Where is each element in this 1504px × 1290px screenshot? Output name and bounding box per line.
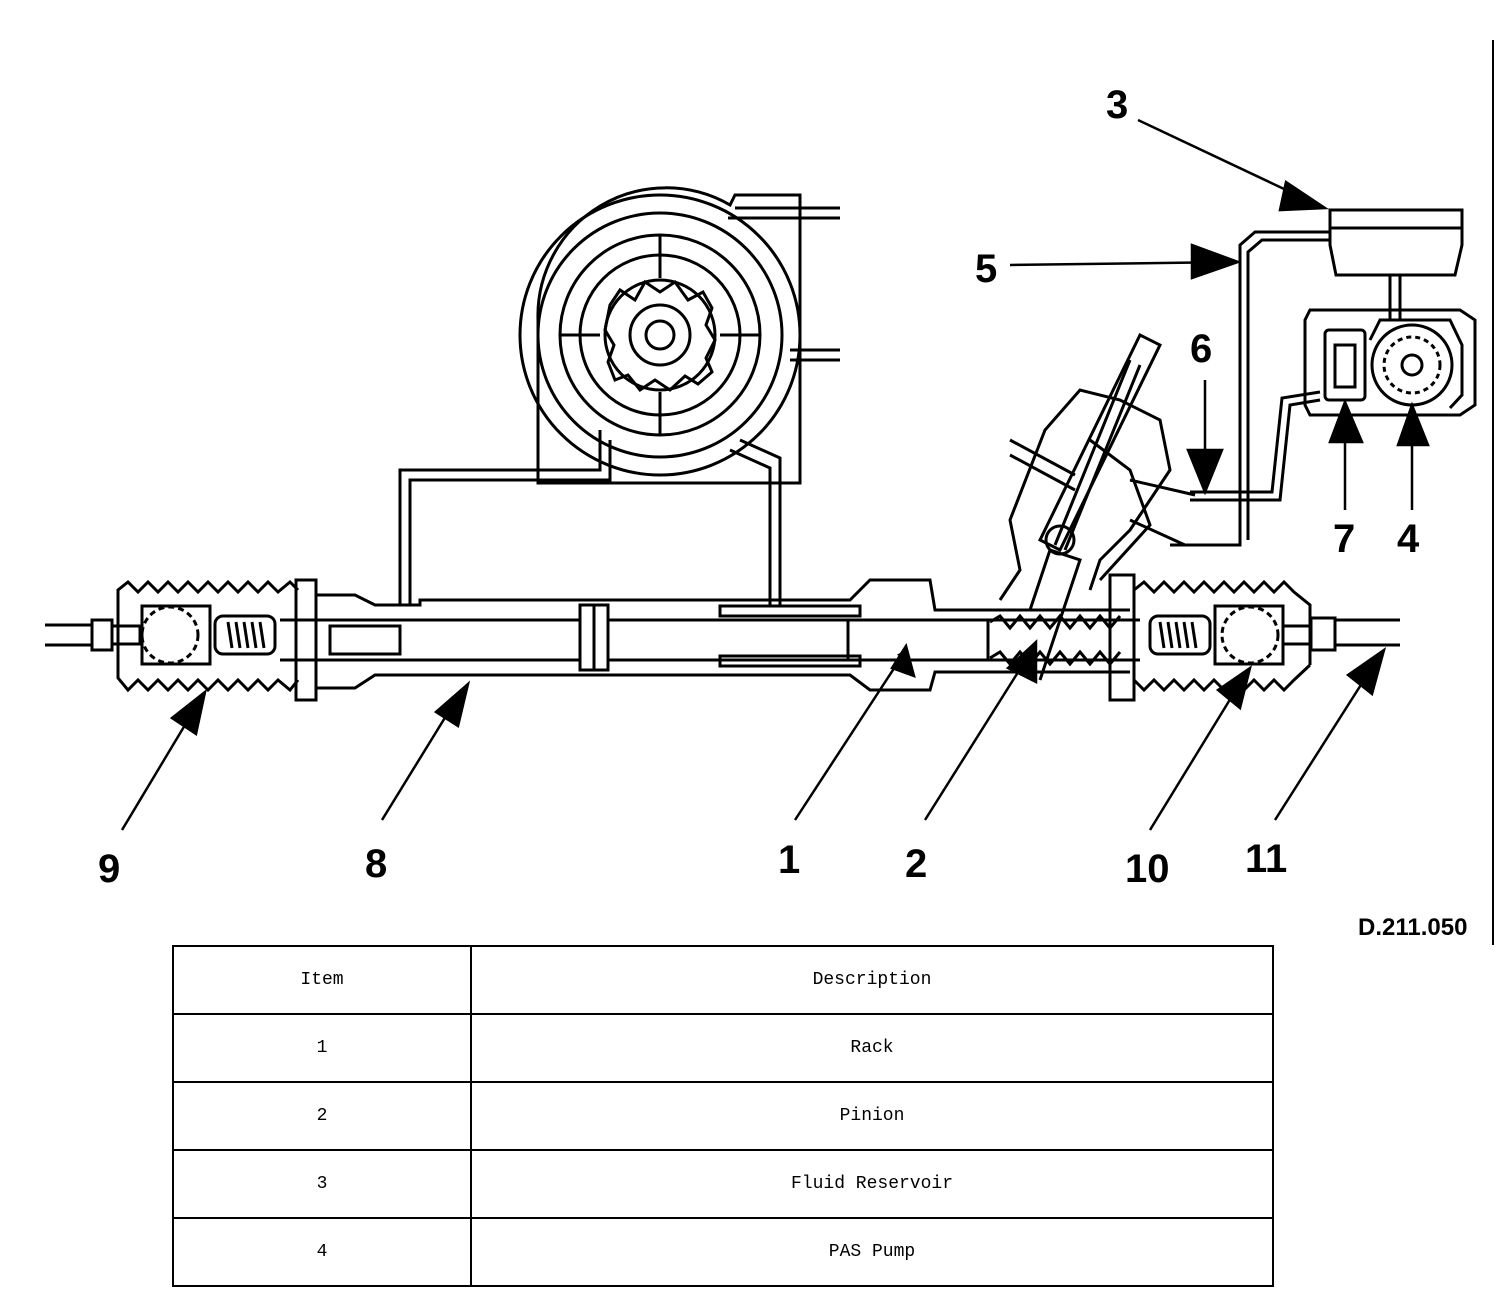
table-row: 3 Fluid Reservoir [172, 1149, 1274, 1219]
callout-4: 4 [1397, 517, 1420, 561]
callout-11: 11 [1245, 837, 1287, 881]
hydraulic-pipes [398, 430, 782, 605]
callout-9: 9 [98, 847, 120, 891]
callout-8: 8 [365, 842, 387, 886]
callout-3: 3 [1106, 83, 1128, 127]
description-cell: Pinion [470, 1081, 1274, 1151]
callout-10: 10 [1125, 847, 1170, 891]
fluid-reservoir [1328, 208, 1464, 277]
callout-7: 7 [1333, 517, 1355, 561]
item-cell: 4 [172, 1217, 472, 1287]
item-cell: 1 [172, 1013, 472, 1083]
right-tie-rod [1281, 616, 1400, 652]
callout-2: 2 [905, 842, 927, 886]
left-tie-rod [45, 618, 142, 652]
rack-housing [280, 573, 1140, 702]
items-table: Item Description 1 Rack 2 Pinion 3 Fluid… [172, 945, 1274, 1287]
steering-system-diagram: 1 2 3 4 5 6 7 8 9 10 11 D.211.050 [45, 83, 1477, 940]
description-cell: Rack [470, 1013, 1274, 1083]
description-cell: Fluid Reservoir [470, 1149, 1274, 1219]
table-row: 2 Pinion [172, 1081, 1274, 1151]
callout-5: 5 [975, 247, 997, 291]
table-row: 1 Rack [172, 1013, 1274, 1083]
rotary-valve [518, 186, 840, 485]
table-row: 4 PAS Pump [172, 1217, 1274, 1287]
figure-reference-code: D.211.050 [1358, 914, 1467, 940]
callout-labels: 1 2 3 4 5 6 7 8 9 10 11 D.211.050 [98, 83, 1467, 940]
callout-1: 1 [778, 838, 800, 882]
column-header-item: Item [172, 945, 472, 1015]
left-gaiter [116, 579, 300, 693]
table-header-row: Item Description [172, 945, 1274, 1015]
pas-pump [1303, 308, 1477, 417]
item-cell: 3 [172, 1149, 472, 1219]
callout-arrows [120, 118, 1430, 831]
description-cell: PAS Pump [470, 1217, 1274, 1287]
item-cell: 2 [172, 1081, 472, 1151]
right-border-line [1492, 40, 1494, 945]
column-header-description: Description [470, 945, 1274, 1015]
callout-6: 6 [1190, 327, 1212, 371]
pinion-housing [998, 332, 1196, 681]
supply-return-pipes [1170, 230, 1402, 547]
